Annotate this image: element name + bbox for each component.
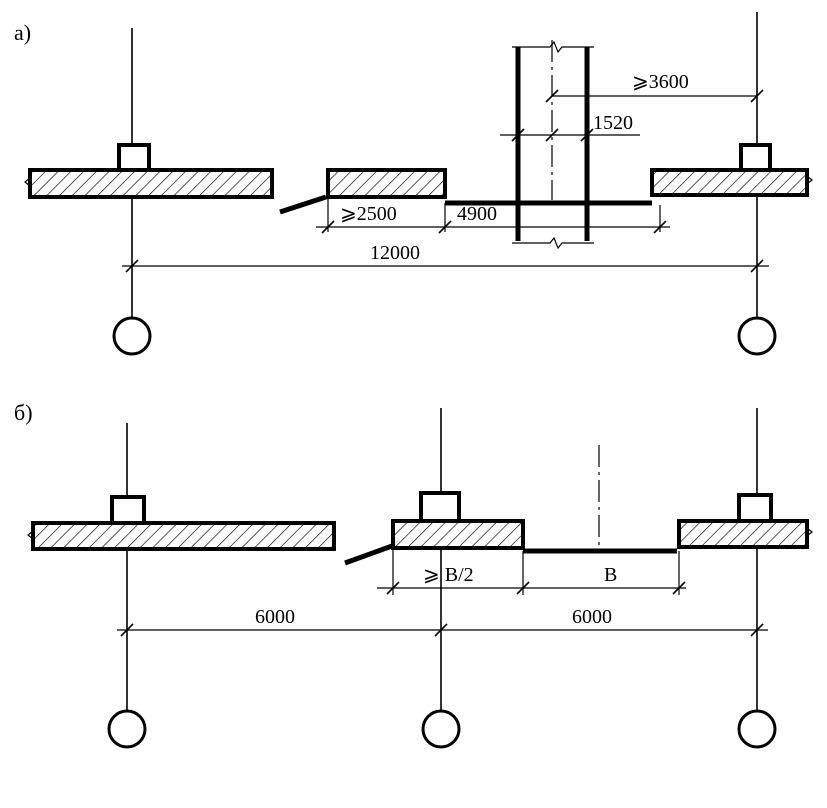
panel-b: б) xyxy=(14,400,813,749)
dim-b-6000: 6000 6000 xyxy=(117,606,768,637)
dim-label-6000-right: 6000 xyxy=(572,606,612,628)
dim-a-12000: 12000 xyxy=(122,242,769,273)
dim-a-1520: 1520 xyxy=(500,112,640,142)
dim-label-6000-left: 6000 xyxy=(255,606,295,628)
dim-label-min-2500: ⩾2500 xyxy=(340,203,397,225)
slab-b-right xyxy=(677,493,813,549)
dim-label-1520: 1520 xyxy=(593,112,633,134)
shaft-a xyxy=(512,40,594,250)
dim-a-3600: ⩾3600 xyxy=(545,71,764,103)
panel-a: а) xyxy=(14,12,813,356)
slab-b-middle xyxy=(391,491,525,550)
slab-a-left xyxy=(24,143,274,199)
panel-a-label: а) xyxy=(14,20,31,45)
axis-bubble-b-left xyxy=(107,709,147,749)
axis-bubble-a-left xyxy=(112,316,152,356)
slab-a-right xyxy=(650,143,813,197)
axis-bubble-b-middle xyxy=(421,709,461,749)
dim-label-4900: 4900 xyxy=(457,203,497,225)
axis-bubble-a-right xyxy=(737,316,777,356)
slab-b-left xyxy=(27,495,336,551)
axis-bubble-b-right xyxy=(737,709,777,749)
dim-label-12000: 12000 xyxy=(370,242,420,264)
dim-a-2500-4900: ⩾2500 4900 xyxy=(316,197,670,234)
dim-label-b: B xyxy=(604,564,617,586)
dim-label-min-half-b: ⩾ B/2 xyxy=(423,564,474,586)
dim-label-min-3600: ⩾3600 xyxy=(632,71,689,93)
ramp-b xyxy=(344,543,393,566)
ramp-a xyxy=(279,194,327,215)
slab-a-middle xyxy=(326,168,447,199)
panel-b-label: б) xyxy=(14,400,33,425)
dim-b-b: ⩾ B/2 B xyxy=(377,548,686,595)
